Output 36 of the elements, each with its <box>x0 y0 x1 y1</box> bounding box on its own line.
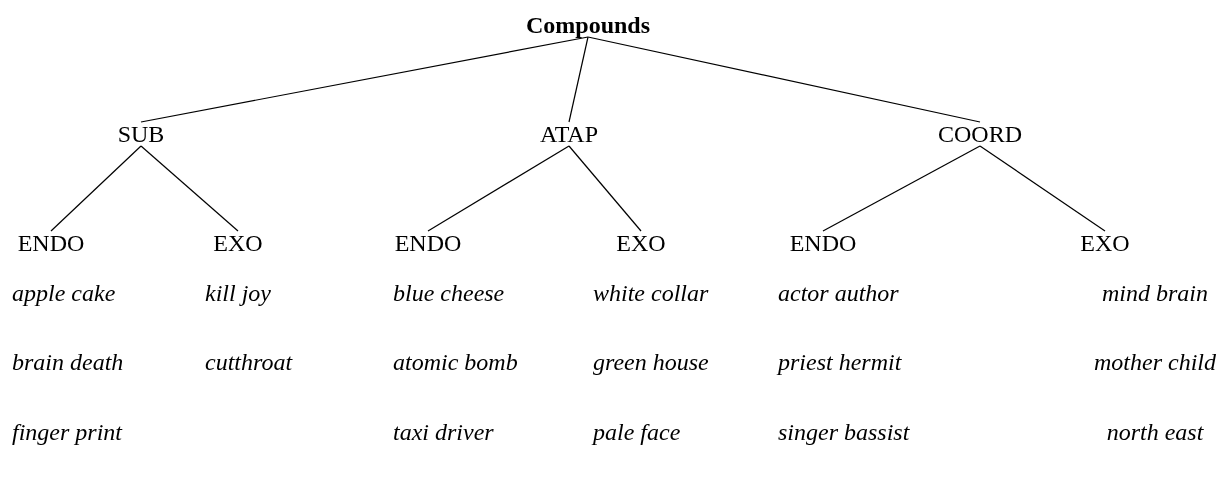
tree-label: EXO <box>1080 229 1130 257</box>
example-compound: blue cheese <box>393 279 505 307</box>
tree-line <box>140 36 589 123</box>
tree-label: ENDO <box>789 229 857 257</box>
example-compound: brain death <box>12 348 124 376</box>
example-compound: pale face <box>593 418 681 446</box>
example-compound: apple cake <box>12 279 116 307</box>
tree-line <box>822 145 981 232</box>
tree-label: COORD <box>938 120 1022 148</box>
tree-line <box>50 145 142 232</box>
tree-line <box>427 145 570 232</box>
example-compound: mind brain <box>1102 279 1208 307</box>
example-compound: mother child <box>1094 348 1216 376</box>
example-compound: actor author <box>778 279 899 307</box>
example-compound: cutthroat <box>205 348 293 376</box>
example-compound: singer bassist <box>778 418 910 446</box>
example-compound: white collar <box>593 279 709 307</box>
tree-label: ATAP <box>539 120 599 148</box>
example-compound: finger print <box>12 418 122 446</box>
tree-line <box>568 36 589 123</box>
tree-line <box>979 145 1106 232</box>
tree-label: Compounds <box>525 11 651 39</box>
tree-line <box>140 145 239 232</box>
tree-label: EXO <box>213 229 263 257</box>
tree-line <box>568 145 642 232</box>
tree-label: SUB <box>117 120 165 148</box>
example-compound: priest hermit <box>778 348 902 376</box>
example-compound: taxi driver <box>393 418 494 446</box>
tree-label: ENDO <box>17 229 85 257</box>
tree-label: ENDO <box>394 229 462 257</box>
tree-line <box>587 36 981 123</box>
example-compound: north east <box>1106 418 1204 446</box>
example-compound: atomic bomb <box>393 348 518 376</box>
example-compound: kill joy <box>205 279 271 307</box>
tree-label: EXO <box>616 229 666 257</box>
example-compound: green house <box>593 348 709 376</box>
